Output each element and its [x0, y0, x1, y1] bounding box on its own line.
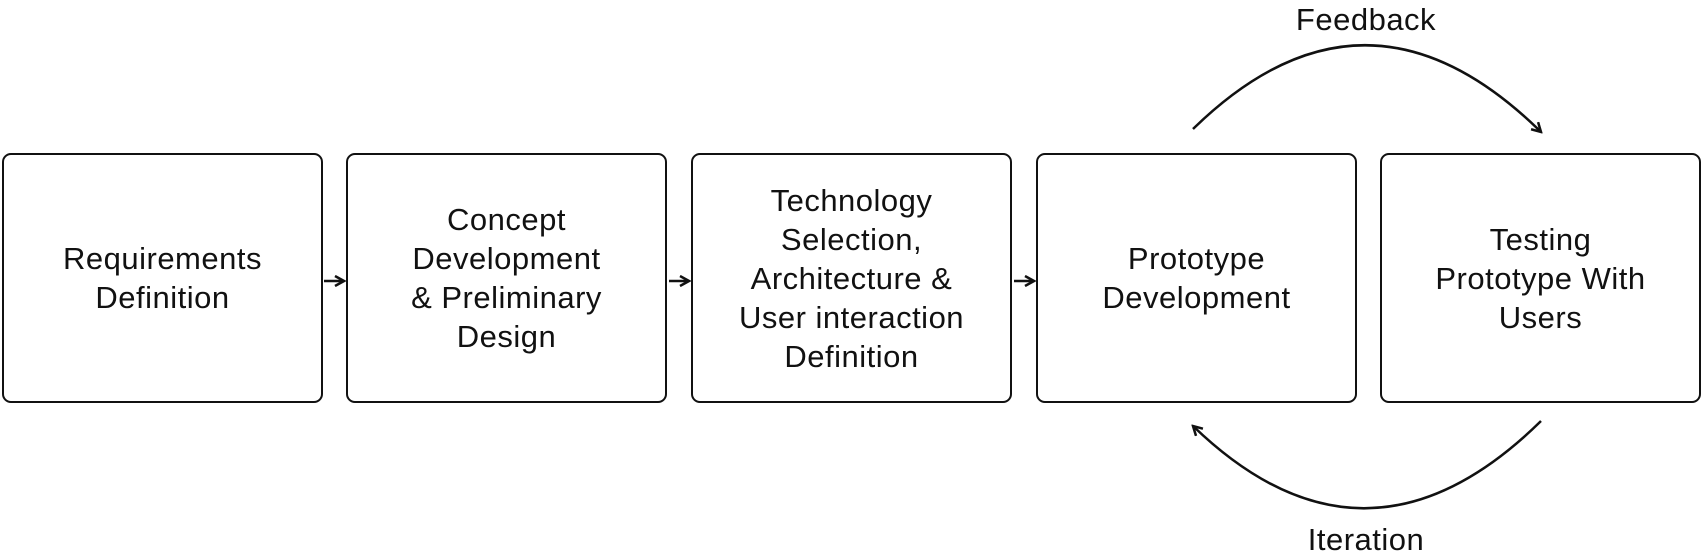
step-technology-selection: Technology Selection, Architecture & Use…: [691, 153, 1012, 403]
feedback-arc: [1192, 44, 1541, 132]
feedback-label: Feedback: [1295, 2, 1437, 37]
step-prototype-development: Prototype Development: [1036, 153, 1357, 403]
step-label: Technology Selection, Architecture & Use…: [738, 182, 965, 374]
iteration-label: Iteration: [1307, 522, 1425, 557]
iteration-arc: [1193, 420, 1542, 510]
step-label: Requirements Definition: [63, 241, 262, 315]
step-testing-prototype: Testing Prototype With Users: [1380, 153, 1701, 403]
step-label: Concept Development & Preliminary Design: [411, 202, 602, 354]
step-label: Prototype Development: [1102, 241, 1291, 315]
step-requirements-definition: Requirements Definition: [2, 153, 323, 403]
step-label: Testing Prototype With Users: [1435, 221, 1646, 335]
step-concept-development: Concept Development & Preliminary Design: [346, 153, 667, 403]
